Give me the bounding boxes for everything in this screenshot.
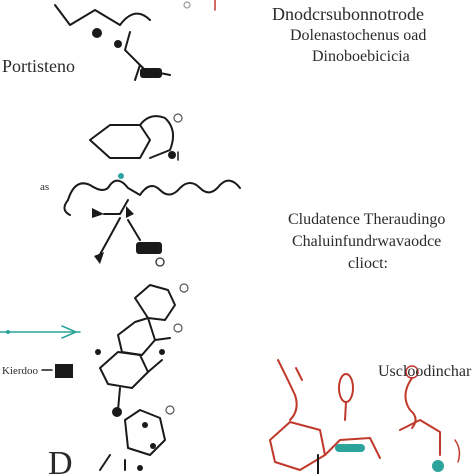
label-left-bottom: Kierdoo (2, 365, 39, 377)
ring-middle-2 (99, 351, 149, 389)
ring-marker-3 (155, 257, 165, 267)
atom-dot-6 (112, 407, 122, 417)
teal-atom-2 (432, 460, 444, 472)
atom-dot-4 (95, 349, 101, 355)
arrowhead-1 (94, 252, 104, 264)
label-mid-right-1: Cludatence Theraudingo (288, 211, 445, 228)
bond-down (117, 387, 121, 411)
structure-red-bottom-right (269, 359, 461, 474)
atom-dot-5 (159, 349, 165, 355)
atom-dot-2 (114, 40, 122, 48)
red-oval (338, 373, 354, 403)
bond-chain-4 (97, 217, 121, 259)
structure-middle-ring (89, 113, 183, 179)
ring-marker-2 (173, 113, 183, 123)
bond-stub-2 (134, 64, 141, 81)
red-curve-left (277, 359, 298, 421)
label-mid-right-2: Chaluinfundrwavaodce (292, 233, 441, 250)
bond-arc-1 (119, 12, 151, 26)
teal-arrowhead (61, 325, 77, 339)
label-top-right-2: Dolenastochenus oad (290, 27, 426, 44)
red-tick-1 (295, 367, 303, 381)
bond-chain-1 (54, 4, 121, 26)
ring-marker-4 (179, 283, 189, 293)
label-left-2: as (40, 181, 49, 193)
ring-bottom (124, 409, 166, 456)
atom-dot-8 (150, 443, 156, 449)
label-top-right-3: Dinoboebicicia (312, 48, 410, 65)
teal-dot (6, 330, 10, 334)
atom-dot-3 (168, 151, 176, 159)
label-left-1: Portisteno (2, 56, 75, 76)
teal-capsule (335, 444, 365, 452)
ring-marker-1 (183, 1, 191, 9)
bond-chain-5 (127, 219, 141, 241)
red-chain-2 (399, 419, 441, 456)
red-tail (454, 439, 461, 463)
red-hexagon-1 (269, 421, 326, 471)
structure-wave-chain (63, 179, 241, 267)
label-top-right-1: Dnodcrsubonnotrode (272, 4, 424, 24)
hexagon-ring-1 (89, 124, 151, 159)
ring-top (134, 284, 176, 321)
label-mid-right-3: clioct: (348, 255, 388, 272)
red-ring-small (405, 365, 419, 379)
chain-end-curl (63, 199, 71, 216)
atom-block-2 (136, 242, 162, 254)
red-curve-right (404, 377, 417, 429)
wedge-bond-1 (92, 208, 104, 218)
bond-chain-3 (103, 199, 129, 215)
ring-marker-6 (165, 405, 175, 415)
atom-block-3 (55, 364, 73, 378)
atom-dot-1 (92, 28, 102, 38)
label-bottom-right: Uscloodinchar (378, 363, 472, 380)
ring-middle-1 (117, 317, 156, 356)
wavy-chain (67, 179, 241, 201)
bond-stubs-bottom (99, 454, 126, 471)
atom-dot-7 (142, 422, 148, 428)
structure-lower-rings (95, 283, 189, 471)
red-chain (324, 437, 381, 459)
atom-dot-9 (137, 465, 143, 471)
ring-marker-5 (173, 323, 183, 333)
red-stem-1 (344, 401, 347, 421)
fused-ring-arc (139, 115, 175, 159)
bond-stub-4 (154, 337, 171, 341)
bond-stub-1 (159, 72, 171, 76)
atom-block-1 (140, 68, 162, 78)
wedge-bond-2 (126, 206, 134, 218)
teal-atom (118, 173, 124, 179)
bond-stub-5 (147, 359, 163, 373)
structure-top-left (54, 0, 216, 81)
glyph-bottom-left: D (48, 445, 73, 474)
